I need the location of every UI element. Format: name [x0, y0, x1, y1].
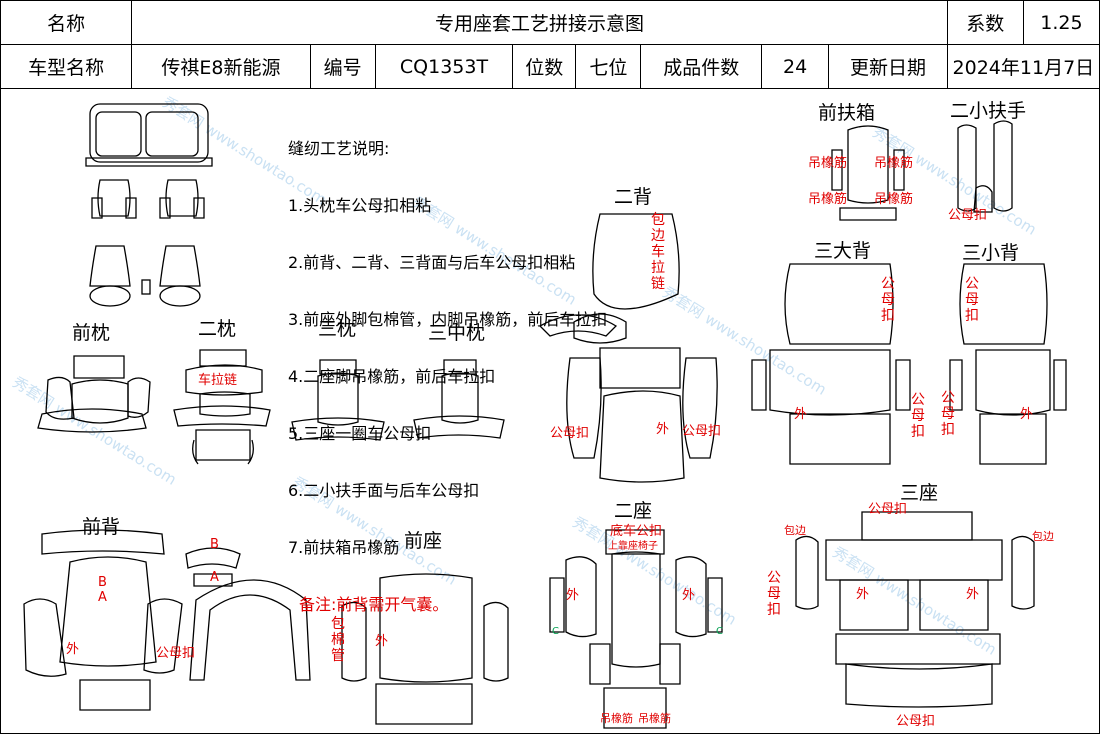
coef-label: 系数: [946, 0, 1024, 45]
seats-value: 七位: [575, 44, 642, 89]
label-second-small-armrest: 二小扶手: [950, 100, 1027, 122]
label-front-seat: 前座: [404, 530, 443, 552]
notes-line: 3.前座外脚包棉管，内脚吊橡筋，前后车拉扣: [288, 310, 608, 329]
label-third-seat: 三座: [900, 482, 939, 504]
annot-zip: 车拉链: [198, 373, 238, 388]
annot-mark-c: C: [552, 626, 559, 637]
notes-title: 缝纫工艺说明:: [288, 139, 390, 158]
second-small-armrest-pattern: [957, 120, 1013, 213]
annot-mark-b: B: [98, 575, 107, 590]
label-front-headrest: 前枕: [72, 322, 111, 344]
annot-snap: 公母扣: [767, 570, 781, 618]
label-front-armbox: 前扶箱: [818, 102, 876, 124]
pieces-label: 成品件数: [640, 44, 763, 89]
date-label: 更新日期: [828, 44, 948, 89]
label-third-small-back: 三小背: [962, 242, 1020, 264]
seat-overview: [85, 103, 213, 307]
label-third-big-back: 三大背: [814, 240, 872, 262]
annot-snap: 公母扣: [965, 276, 979, 324]
annot-outer: 外: [856, 587, 870, 602]
annot-outer: 外: [375, 634, 389, 649]
annot-elastic: 吊橡筋: [874, 192, 914, 207]
date-value: 2024年11月7日: [946, 44, 1100, 89]
label-third-headrest: 三枕: [318, 318, 357, 340]
label-second-headrest: 二枕: [198, 318, 237, 340]
annot-up-seat: 上靠座椅子: [608, 541, 658, 552]
annot-mark-a: A: [210, 570, 219, 585]
front-seat-pattern: [341, 573, 509, 725]
annot-outer: 外: [66, 642, 80, 657]
front-headrest-pattern: [37, 355, 151, 433]
label-second-seat: 二座: [614, 500, 653, 522]
label-front-back: 前背: [82, 516, 121, 538]
notes-line: 1.头枕车公母扣相粘: [288, 196, 432, 215]
pattern-drawing: [23, 103, 1067, 729]
third-headrest-pattern: [291, 359, 385, 441]
annot-elastic: 吊橡筋: [638, 712, 671, 725]
notes-line: 5.三座一圈车公母扣: [288, 424, 432, 443]
annot-outer: 外: [1020, 407, 1034, 422]
annot-snap: 公母扣: [948, 208, 988, 223]
annot-edge-zip: 包边车拉链: [651, 212, 665, 292]
annot-snap: 公母扣: [911, 392, 925, 440]
third-seat-pattern: [795, 511, 1035, 708]
notes-line: 2.前背、二背、三背面与后车公母扣相粘: [288, 253, 576, 272]
annot-mark-c: C: [716, 626, 723, 637]
third-big-back-pattern: [751, 263, 911, 465]
annot-snap: 公母扣: [941, 390, 955, 438]
label-second-back: 二背: [614, 186, 653, 208]
annot-elastic: 吊橡筋: [600, 712, 633, 725]
annot-wrap-tube: 包棉管: [331, 616, 345, 664]
label-third-mid-headrest: 三中枕: [428, 322, 486, 344]
third-small-back-pattern: [949, 263, 1067, 465]
annot-mark-b: B: [210, 537, 219, 552]
front-armbox-pattern: [831, 125, 905, 221]
annot-outer: 外: [566, 588, 580, 603]
code-value: CQ1353T: [374, 44, 514, 89]
annot-outer: 外: [966, 587, 980, 602]
annot-elastic: 吊橡筋: [808, 156, 848, 171]
annot-snap: 公母扣: [896, 714, 936, 729]
second-back-pattern: [538, 213, 718, 483]
annot-outer: 外: [682, 588, 696, 603]
pieces-value: 24: [761, 44, 830, 89]
annot-wrap-edge: 包边: [1032, 530, 1054, 543]
annot-snap: 公母扣: [881, 276, 895, 324]
annot-snap: 公母扣: [868, 502, 908, 517]
annot-wrap-edge: 包边: [784, 524, 806, 537]
notes-remark: 备注:前背需开气囊。: [299, 595, 449, 614]
name-label: 名称: [0, 0, 133, 45]
model-label: 车型名称: [0, 44, 133, 89]
model-value: 传祺E8新能源: [131, 44, 311, 89]
annot-snap: 公母扣: [550, 426, 590, 441]
annot-outer: 外: [656, 422, 670, 437]
notes-line: 4.二座脚吊橡筋，前后车拉扣: [288, 367, 496, 386]
second-headrest-pattern: [173, 349, 271, 465]
annot-mark-a: A: [98, 590, 107, 605]
notes-line: 6.二小扶手面与后车公母扣: [288, 481, 480, 500]
code-label: 编号: [309, 44, 376, 89]
third-mid-headrest-pattern: [413, 359, 505, 439]
front-back-pattern: [23, 529, 311, 711]
annot-outer: 外: [794, 407, 808, 422]
sewing-notes: 缝纫工艺说明: 1.头枕车公母扣相粘 2.前背、二背、三背面与后车公母扣相粘 3…: [288, 101, 607, 633]
annot-snap: 公母扣: [156, 646, 196, 661]
second-seat-pattern: [549, 529, 723, 729]
header-table: 名称 专用座套工艺拼接示意图 系数 1.25 车型名称 传祺E8新能源 编号 C…: [0, 0, 1100, 89]
doc-title: 专用座套工艺拼接示意图: [131, 0, 948, 45]
coef-value: 1.25: [1022, 0, 1100, 45]
annot-elastic: 吊橡筋: [874, 156, 914, 171]
seats-label: 位数: [512, 44, 577, 89]
notes-line: 7.前扶箱吊橡筋: [288, 538, 400, 557]
annot-elastic: 吊橡筋: [808, 192, 848, 207]
annot-snap: 公母扣: [682, 424, 722, 439]
annot-bottom-snap: 底车公扣: [610, 524, 663, 539]
